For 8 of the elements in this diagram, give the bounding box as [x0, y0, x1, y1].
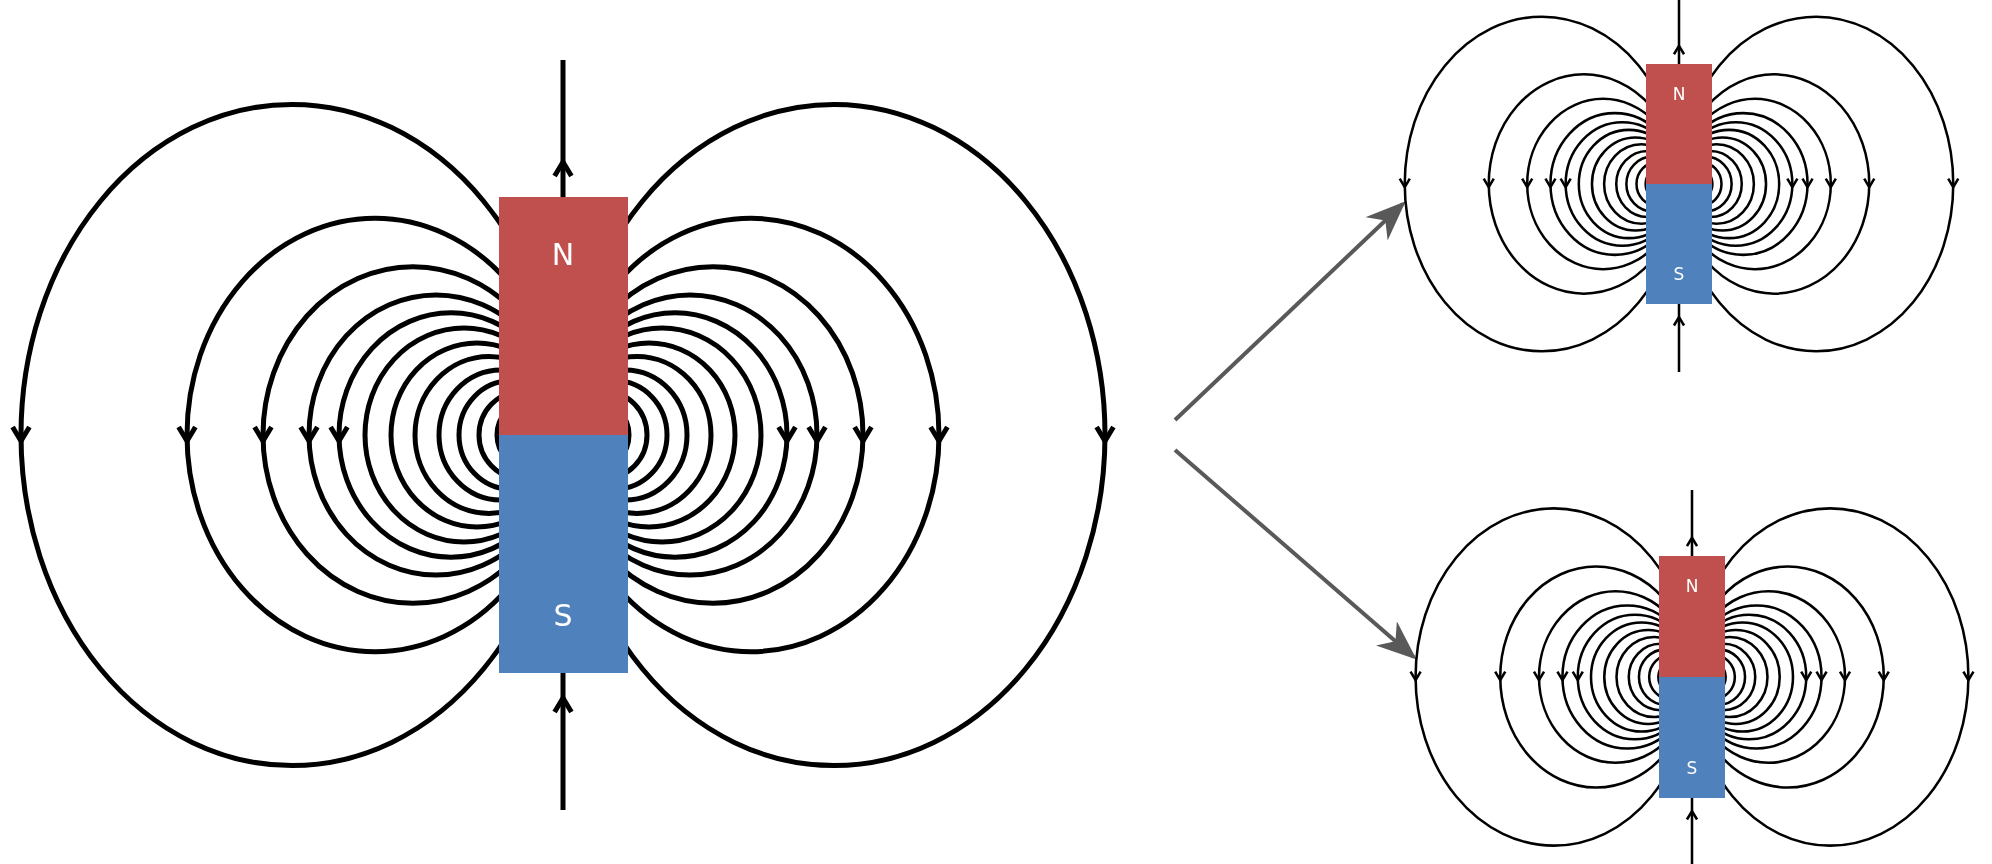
- north-pole-block: N: [1659, 555, 1725, 677]
- north-pole-block: N: [498, 197, 628, 435]
- north-pole-block: N: [1646, 63, 1712, 184]
- arrow: [1173, 448, 1417, 660]
- south-pole-block: S: [498, 435, 628, 673]
- south-pole-block: S: [1659, 677, 1725, 799]
- south-pole-block: S: [1646, 184, 1712, 305]
- arrow: [1173, 201, 1406, 422]
